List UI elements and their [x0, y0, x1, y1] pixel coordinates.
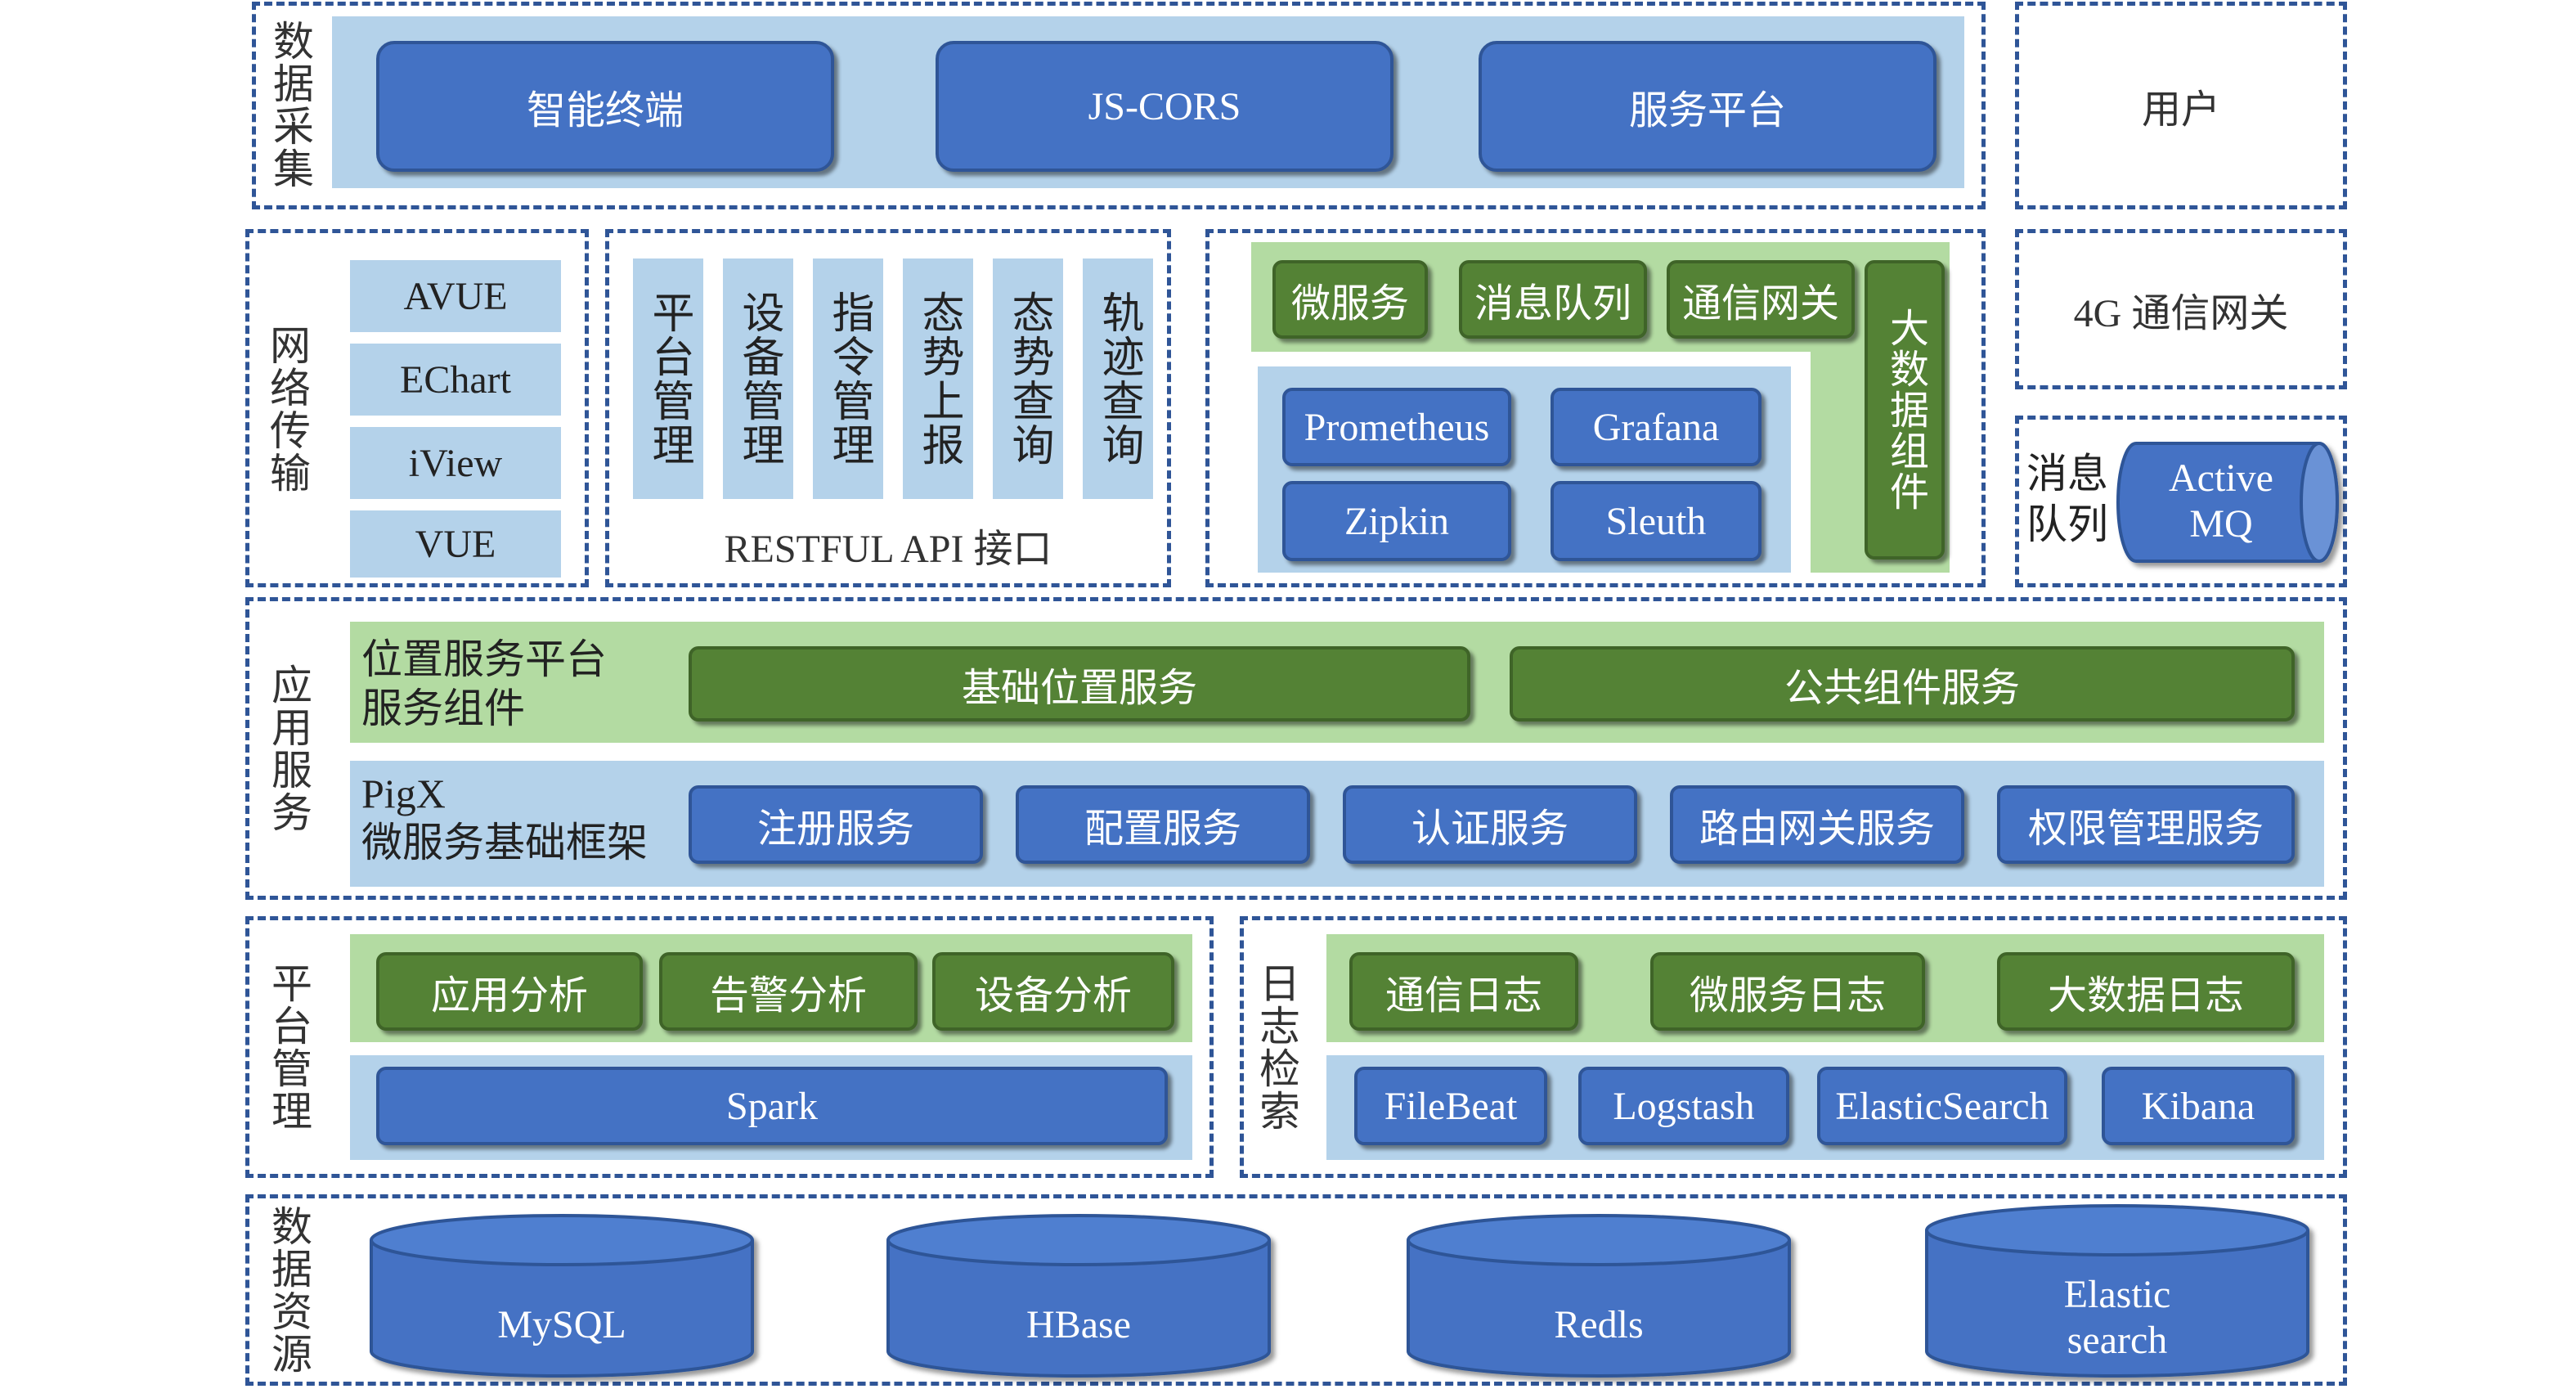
basic-location-service: 基础位置服务: [689, 646, 1470, 721]
elasticsearch-box: ElasticSearch: [1817, 1067, 2067, 1145]
spark-box: Spark: [376, 1067, 1168, 1145]
bigdata-log-box: 大数据日志: [1997, 952, 2295, 1031]
mq-label-part1: 消息: [2026, 451, 2108, 497]
api-command-mgmt: 指令管理: [813, 258, 883, 499]
restful-api-label: RESTFUL API 接口: [724, 528, 1052, 571]
prometheus-box: Prometheus: [1282, 388, 1511, 466]
permission-service: 权限管理服务: [1997, 785, 2295, 864]
registry-service: 注册服务: [689, 785, 983, 864]
config-service: 配置服务: [1016, 785, 1310, 864]
api-situation-report: 态势上报: [903, 258, 973, 499]
data-resource-layer: [245, 1194, 2347, 1386]
echart-tile: EChart: [350, 344, 561, 416]
microservice-group: [1205, 229, 1986, 587]
hbase-cylinder: [886, 1214, 1271, 1378]
data-resource-label: 数据资源: [266, 1205, 312, 1375]
grafana-box: Grafana: [1551, 388, 1761, 466]
comm-log-box: 通信日志: [1349, 952, 1578, 1031]
service-platform-box: 服务平台: [1479, 41, 1936, 172]
mysql-label: MySQL: [371, 1276, 752, 1374]
4g-gateway-box: 4G 通信网关: [2015, 229, 2347, 389]
alarm-analysis-box: 告警分析: [659, 952, 918, 1031]
avue-tile: AVUE: [350, 260, 561, 332]
restful-api-group: [605, 229, 1171, 587]
hbase-line1: HBase: [1026, 1303, 1131, 1346]
microservice-log-box: 微服务日志: [1650, 952, 1925, 1031]
redis-cylinder: [1407, 1214, 1791, 1378]
message-queue-box: 消息队列: [1459, 260, 1647, 339]
redis-label: Redls: [1408, 1276, 1789, 1374]
microservice-box: 微服务: [1272, 260, 1428, 339]
js-cors-box: JS-CORS: [936, 41, 1393, 172]
filebeat-box: FileBeat: [1354, 1067, 1547, 1145]
pigx-title-line1: PigX: [361, 771, 446, 816]
activemq-cylinder: [2116, 442, 2339, 563]
sleuth-box: Sleuth: [1551, 481, 1761, 561]
location-title-line2: 服务组件: [361, 686, 525, 731]
user-box: 用户: [2015, 2, 2347, 209]
route-gateway-service: 路由网关服务: [1670, 785, 1964, 864]
data-collection-label: 数据采集: [267, 20, 313, 190]
platform-mgmt-layer: [245, 916, 1214, 1178]
elasticsearch-cylinder: [1925, 1204, 2309, 1378]
mq-label-line1: 消息队列: [2026, 448, 2112, 555]
mysql-line1: MySQL: [497, 1303, 626, 1346]
kibana-box: Kibana: [2102, 1067, 2295, 1145]
pigx-title-line2: 微服务基础框架: [361, 820, 648, 865]
device-analysis-box: 设备分析: [932, 952, 1174, 1031]
smart-terminal-box: 智能终端: [376, 41, 834, 172]
data-collection-layer: [252, 2, 1986, 209]
api-track-query: 轨迹查询: [1083, 258, 1153, 499]
mysql-cylinder: [370, 1214, 754, 1378]
network-label: 网络传输: [264, 324, 310, 494]
vue-tile: VUE: [350, 510, 561, 578]
logstash-box: Logstash: [1578, 1067, 1789, 1145]
elasticsearch-line2: search: [2067, 1319, 2168, 1362]
iview-tile: iView: [350, 427, 561, 499]
api-device-mgmt: 设备管理: [723, 258, 793, 499]
activemq-label: Active MQ: [2123, 448, 2319, 555]
app-service-label: 应用服务: [266, 663, 312, 834]
elasticsearch-db-label: Elastic search: [1927, 1265, 2308, 1371]
log-search-layer: [1240, 916, 2347, 1178]
pigx-panel: [350, 761, 2324, 887]
activemq-line2: MQ: [2189, 502, 2253, 546]
mq-label-part2: 队列: [2026, 501, 2108, 547]
platform-mgmt-label: 平台管理: [266, 962, 312, 1132]
comm-gateway-box: 通信网关: [1667, 260, 1855, 339]
activemq-line1: Active: [2169, 456, 2273, 500]
network-frontend-group: [245, 229, 589, 587]
hbase-label: HBase: [888, 1276, 1269, 1374]
log-search-label: 日志检索: [1254, 962, 1299, 1132]
elasticsearch-line1: Elastic: [2063, 1273, 2171, 1316]
api-situation-query: 态势查询: [993, 258, 1063, 499]
message-queue-group: [2015, 416, 2347, 587]
zipkin-box: Zipkin: [1282, 481, 1511, 561]
bigdata-component-box: 大数据组件: [1865, 260, 1945, 560]
app-analysis-box: 应用分析: [376, 952, 643, 1031]
auth-service: 认证服务: [1343, 785, 1637, 864]
common-component-service: 公共组件服务: [1510, 646, 2295, 721]
api-platform-mgmt: 平台管理: [633, 258, 703, 499]
app-service-layer: [245, 597, 2347, 900]
redis-line1: Redls: [1554, 1303, 1644, 1346]
location-title-line1: 位置服务平台: [361, 636, 607, 682]
